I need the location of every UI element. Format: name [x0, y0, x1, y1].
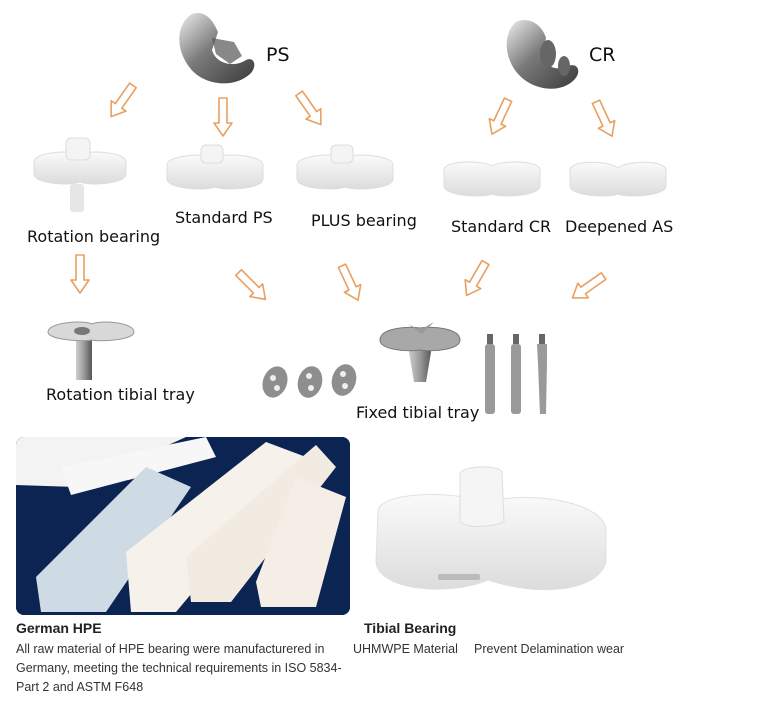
- arrow-icon: [213, 96, 233, 138]
- arrow-icon: [482, 94, 518, 141]
- rotation-tibial-tray-image: [46, 318, 136, 382]
- arrow-icon: [227, 261, 278, 312]
- arrow-icon: [586, 96, 622, 143]
- deepened-as-bearing-image: [568, 158, 668, 200]
- arrow-icon: [290, 86, 330, 132]
- hpe-raw-material-photo: [16, 437, 350, 615]
- bearing-label-standard-cr: Standard CR: [451, 217, 552, 236]
- arrow-icon: [554, 259, 623, 316]
- augment-blocks-image: [260, 362, 360, 402]
- arrow-icon: [102, 78, 142, 124]
- standard-cr-bearing-image: [442, 158, 542, 200]
- stem-extensions-image: [482, 334, 554, 416]
- hpe-caption-title: German HPE: [16, 620, 102, 636]
- arrow-icon: [332, 260, 368, 307]
- tibial-bearing-caption-title: Tibial Bearing: [364, 620, 457, 636]
- hpe-caption-text: All raw material of HPE bearing were man…: [16, 642, 342, 694]
- fixed-tibial-tray-image: [378, 318, 462, 384]
- femoral-component-cr-image: [498, 14, 584, 94]
- tibial-bearing-image: [368, 462, 613, 602]
- bearing-label-standard-ps: Standard PS: [175, 208, 273, 227]
- bearing-label-deepened-as: Deepened AS: [565, 217, 674, 236]
- bearing-label-rotation: Rotation bearing: [27, 227, 161, 246]
- plus-bearing-image: [295, 143, 395, 193]
- bearing-label-plus: PLUS bearing: [311, 211, 417, 230]
- tibial-bearing-feature-material: UHMWPE Material: [353, 642, 458, 656]
- rotation-bearing-image: [30, 134, 130, 214]
- cr-label: CR: [589, 44, 616, 66]
- arrow-icon: [457, 256, 495, 302]
- fixed-tibial-tray-label: Fixed tibial tray: [356, 403, 480, 422]
- ps-label: PS: [266, 44, 290, 66]
- standard-ps-bearing-image: [165, 143, 265, 193]
- tibial-bearing-feature-wear: Prevent Delamination wear: [474, 642, 625, 656]
- femoral-component-ps-image: [172, 8, 262, 88]
- rotation-tibial-tray-label: Rotation tibial tray: [46, 385, 195, 404]
- arrow-icon: [70, 253, 90, 295]
